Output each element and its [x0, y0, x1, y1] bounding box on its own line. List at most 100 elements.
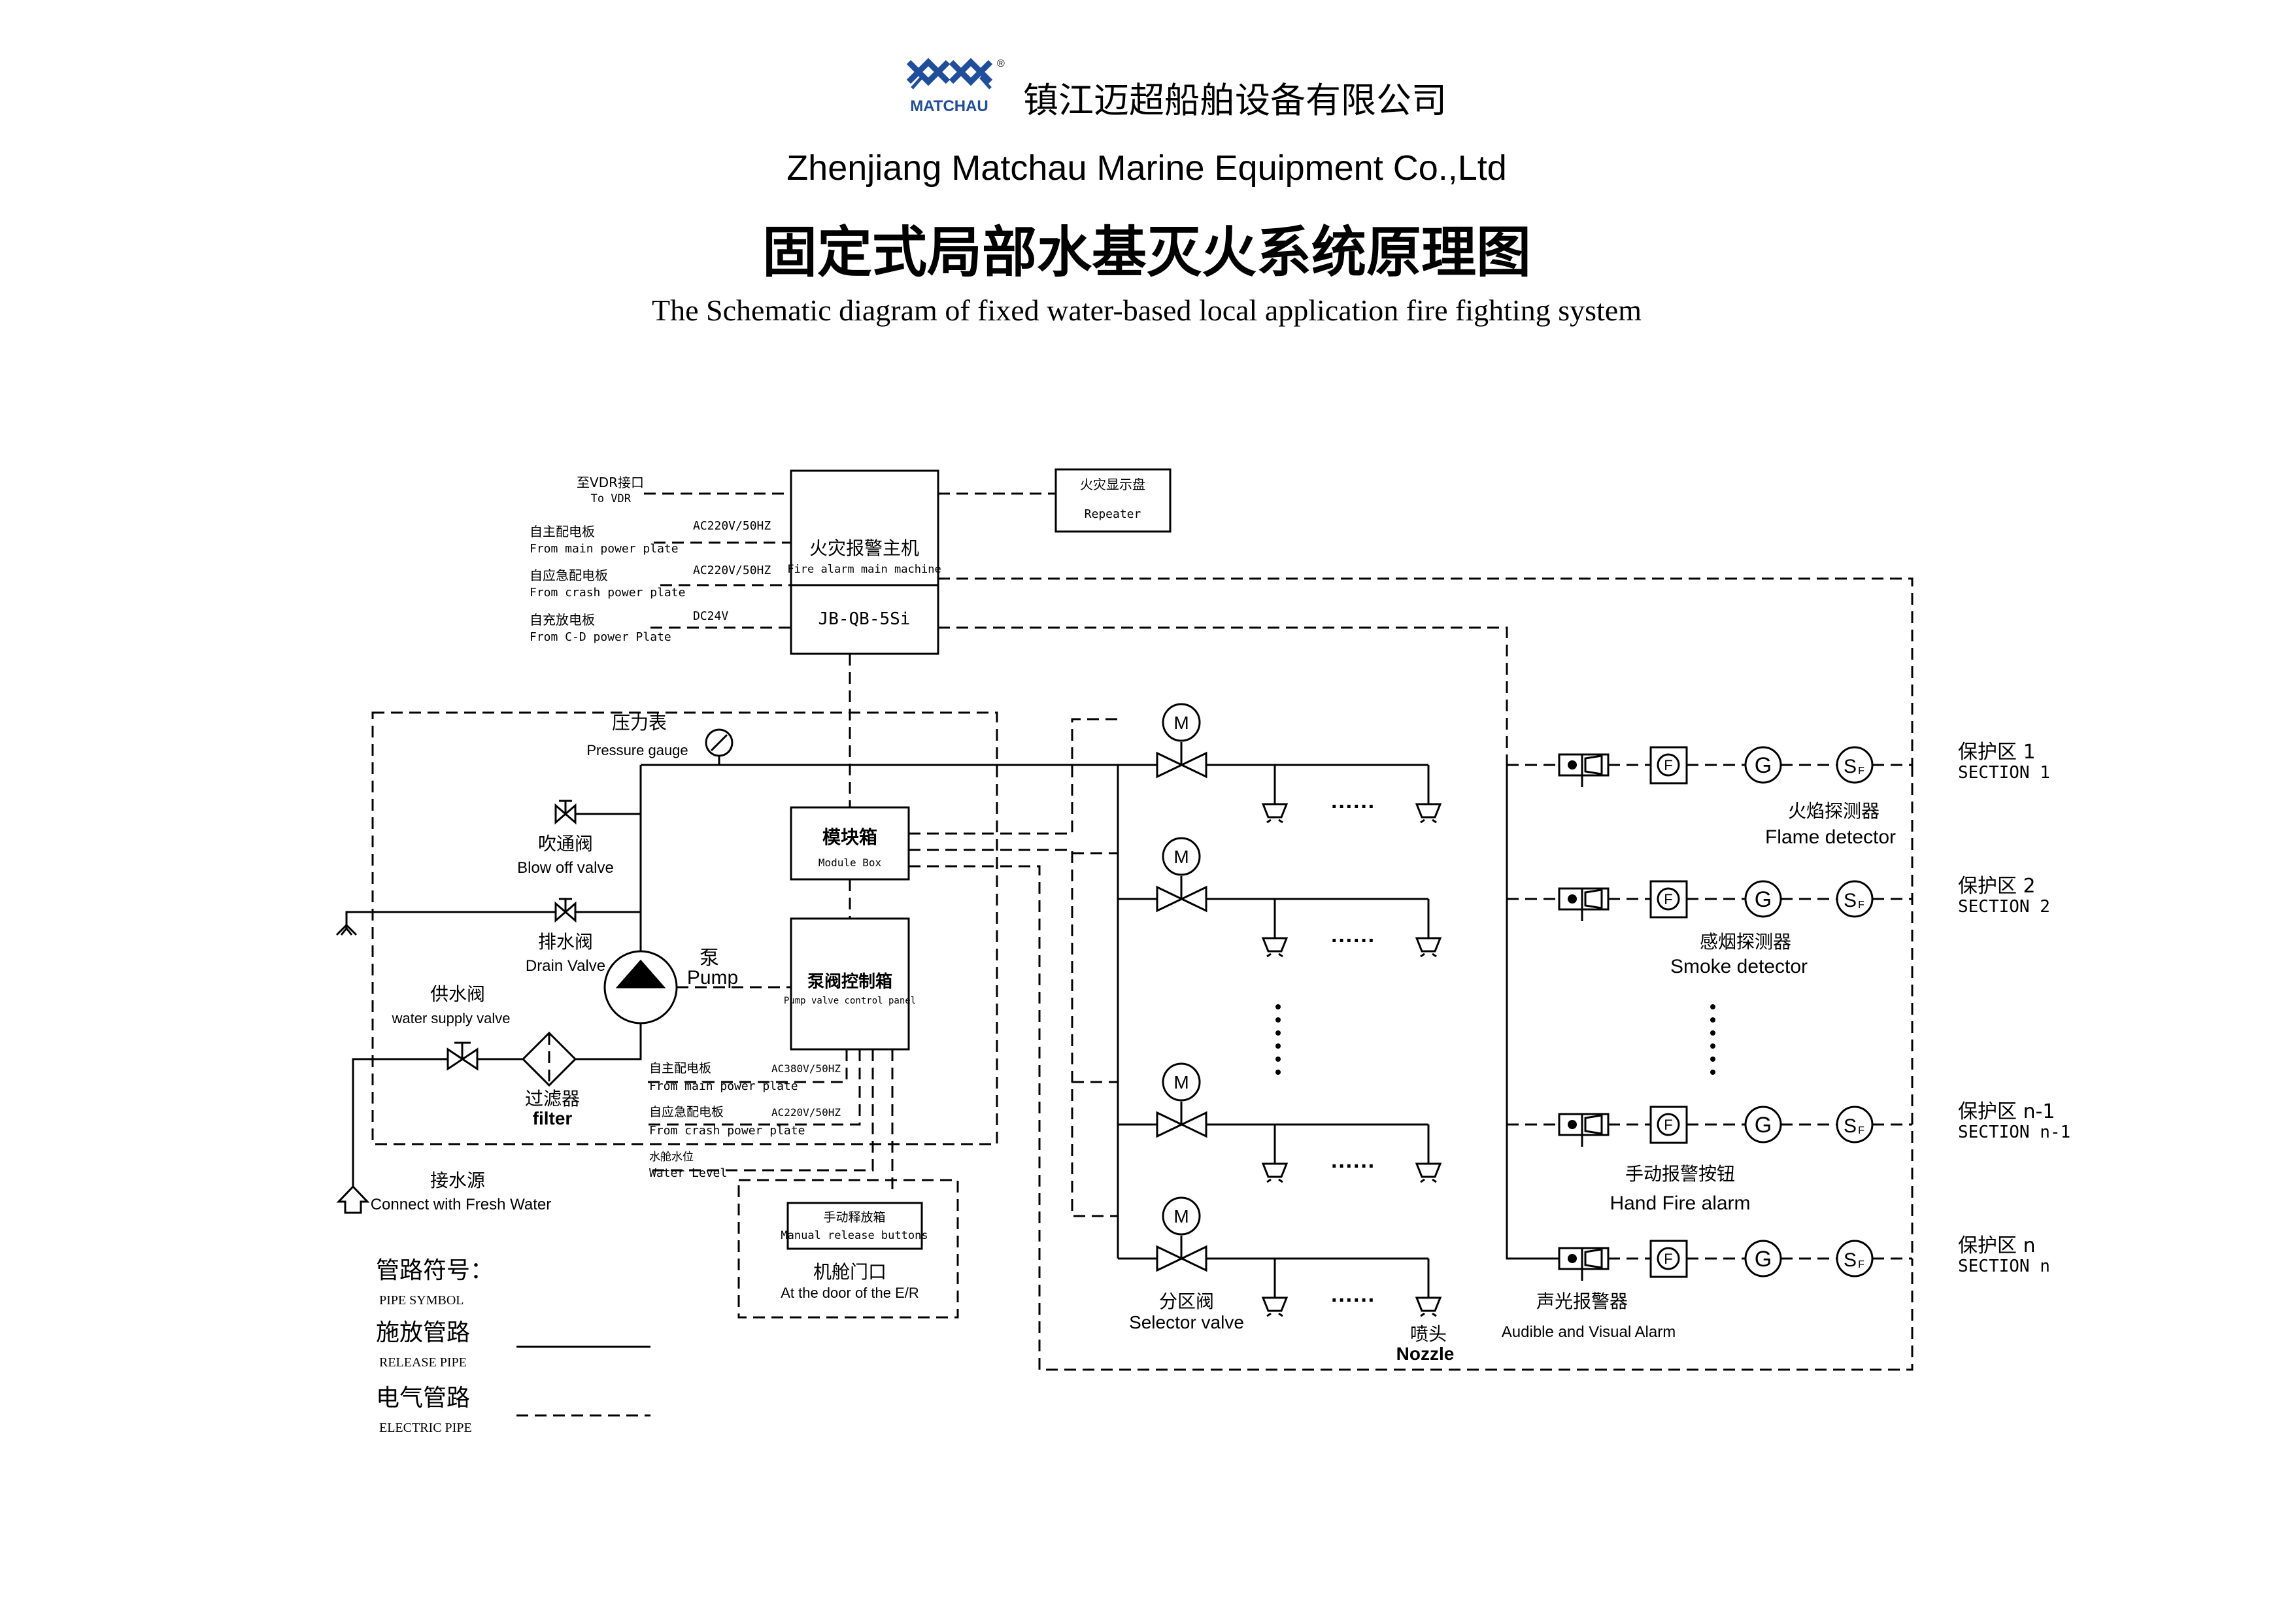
crash-power-label-cn: 自应急配电板 [530, 567, 608, 583]
section-label-cn: 保护区 n-1 [1958, 1100, 2055, 1123]
company-logo: MATCHAU ® [906, 58, 1005, 115]
motor-icon [1162, 837, 1201, 876]
smoke-detector-label-en: Smoke detector [1670, 956, 1808, 977]
main-machine-name-cn: 火灾报警主机 [809, 537, 919, 559]
legend-title-en: PIPE SYMBOL [379, 1293, 464, 1308]
flame-detector-symbol-sub: F [1858, 766, 1864, 777]
valve-row-ellipsis [1275, 1004, 1281, 1075]
module-box-electric-lines [909, 718, 1914, 1371]
nozzle-icon [1415, 937, 1442, 953]
audible-visual-alarm-icon [1558, 753, 1610, 777]
smoke-detector-symbol: G [1755, 887, 1772, 912]
nozzle-icon [1415, 1296, 1442, 1312]
smoke-detector-symbol: G [1755, 1247, 1772, 1272]
drain-valve [335, 898, 641, 936]
cd-power-voltage: DC24V [693, 609, 728, 623]
crash-power-label-en: From crash power plate [530, 586, 685, 600]
panel-crash-power-en: From crash power plate [649, 1124, 805, 1138]
motor-icon [1162, 703, 1201, 742]
main-machine-name-en: Fire alarm main machine [787, 563, 941, 576]
pipe-legend: 管路符号： PIPE SYMBOL 施放管路 RELEASE PIPE 电气管路… [376, 1257, 650, 1435]
selector-valve-row: M ······ [1118, 1196, 1442, 1317]
logo-text: MATCHAU [910, 97, 988, 115]
hand-alarm-label-cn: 手动报警按钮 [1625, 1163, 1735, 1185]
module-box: 模块箱 Module Box [790, 806, 910, 919]
panel-crash-power-cn: 自应急配电板 [649, 1105, 724, 1119]
repeater-name-cn: 火灾显示盘 [1080, 477, 1145, 492]
supply-valve-label-cn: 供水阀 [430, 983, 485, 1005]
crash-power-voltage: AC220V/50HZ [693, 564, 771, 577]
pump-panel-name-cn: 泵阀控制箱 [807, 972, 892, 992]
fresh-water-label-cn: 接水源 [430, 1170, 485, 1191]
pump-unit-enclosure [371, 711, 998, 1145]
pump-label-cn: 泵 [700, 947, 719, 970]
nozzle-ellipsis: ······ [1331, 794, 1375, 819]
nozzle-icon [1261, 803, 1289, 819]
water-level-cn: 水舱水位 [649, 1151, 694, 1164]
section-label-en: SECTION n-1 [1958, 1123, 2070, 1142]
blow-off-valve-label-cn: 吹通阀 [538, 833, 593, 854]
nozzle-icon [1261, 937, 1289, 953]
section-label-cn: 保护区 1 [1958, 741, 2036, 764]
nozzle-icon [1261, 1296, 1289, 1312]
nozzle-ellipsis: ······ [1331, 1154, 1375, 1179]
legend-release-cn: 施放管路 [376, 1319, 470, 1346]
selector-valve-row: M······ [1118, 837, 1442, 958]
manual-release-name-en: Manual release buttons [781, 1229, 928, 1242]
flame-detector-symbol-sub: F [1858, 1259, 1864, 1270]
legend-electric-cn: 电气管路 [376, 1385, 470, 1412]
audible-alarm-label-cn: 声光报警器 [1536, 1291, 1628, 1312]
nozzle-icon [1415, 803, 1442, 819]
panel-main-power-cn: 自主配电板 [649, 1061, 711, 1075]
main-power-label-cn: 自主配电板 [530, 524, 595, 539]
filter-label-cn: 过滤器 [525, 1088, 580, 1109]
flame-detector-symbol: S [1844, 1249, 1857, 1271]
legend-title-cn: 管路符号： [376, 1257, 494, 1284]
section-label-en: SECTION n [1958, 1257, 2050, 1276]
company-name-cn: 镇江迈超船舶设备有限公司 [1023, 80, 1447, 121]
hand-alarm-symbol: F [1664, 1251, 1672, 1267]
selector-valve-label-en: Selector valve [1129, 1312, 1244, 1332]
blow-off-valve-label-en: Blow off valve [517, 859, 614, 877]
drain-valve-label-en: Drain Valve [526, 957, 605, 975]
header: MATCHAU ® 镇江迈超船舶设备有限公司 Zhenjiang Matchau… [652, 58, 1642, 327]
pump-panel-name-en: Pump valve control panel [784, 996, 916, 1006]
flame-detector-symbol-sub: F [1858, 1125, 1864, 1136]
flame-detector-symbol: S [1844, 1115, 1857, 1137]
panel-main-power-en: From main power plate [649, 1079, 798, 1093]
main-machine-electric-lines [849, 577, 1914, 1260]
water-supply-valve [447, 1041, 523, 1071]
fresh-water-inlet-icon [336, 1185, 370, 1214]
main-power-voltage: AC220V/50HZ [693, 519, 771, 533]
repeater: 火灾显示盘 Repeater [1054, 468, 1172, 533]
pump-unit: 压力表 Pressure gauge 吹通阀 Blow off valve 排水… [335, 712, 1428, 1214]
main-machine-model: JB-QB-5Si [818, 609, 911, 629]
nozzle-ellipsis: ······ [1331, 1288, 1375, 1313]
detector-row-ellipsis [1710, 1004, 1715, 1075]
pump [603, 950, 791, 1024]
nozzle-label-en: Nozzle [1396, 1344, 1455, 1364]
motor-symbol: M [1173, 1206, 1189, 1226]
panel-main-power-voltage: AC380V/50HZ [771, 1062, 841, 1075]
selector-valve-label-cn: 分区阀 [1159, 1291, 1214, 1312]
cd-power-label-cn: 自充放电板 [530, 612, 595, 628]
drain-valve-label-cn: 排水阀 [538, 931, 593, 953]
hand-alarm-symbol: F [1664, 757, 1672, 773]
section-label-en: SECTION 1 [1958, 763, 2050, 783]
er-door-label-en: At the door of the E/R [781, 1285, 919, 1301]
audible-visual-alarm-icon [1558, 1247, 1610, 1270]
legend-release-en: RELEASE PIPE [379, 1355, 467, 1370]
repeater-name-en: Repeater [1085, 507, 1141, 521]
flame-detector-symbol-sub: F [1858, 900, 1864, 911]
legend-electric-en: ELECTRIC PIPE [379, 1421, 472, 1435]
vdr-label-en: To VDR [591, 492, 632, 505]
flame-detector-symbol: S [1844, 756, 1857, 777]
pump-label-en: Pump [687, 967, 738, 989]
motor-icon [1162, 1196, 1201, 1236]
motor-symbol: M [1173, 847, 1189, 867]
module-box-name-en: Module Box [818, 856, 882, 869]
